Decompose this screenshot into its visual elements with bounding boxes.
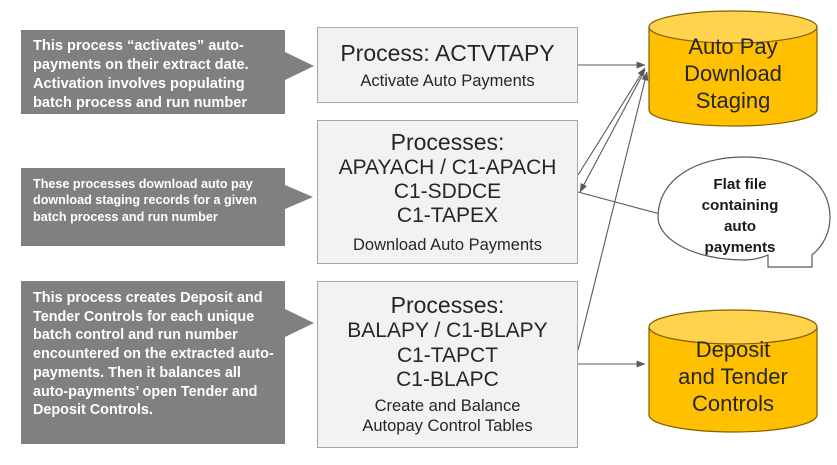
cylinder-icon	[648, 309, 818, 433]
process-box-download-header: Processes:	[390, 128, 505, 155]
connector-staging-to-download	[579, 69, 646, 193]
process-code-blapc: C1-BLAPC	[396, 367, 499, 391]
process-code-apayach: APAYACH / C1-APACH	[338, 155, 557, 179]
callout-balance-process: This process creates Deposit and Tender …	[21, 281, 314, 444]
process-box-balance-subtitle-2: Autopay Control Tables	[362, 417, 533, 436]
process-code-balapy: BALAPY / C1-BLAPY	[347, 319, 548, 343]
process-box-balance-subtitle-1: Create and Balance	[374, 397, 521, 416]
process-code-sddce: C1-SDDCE	[393, 179, 502, 203]
datastore-auto-pay-download-staging[interactable]: Auto Pay Download Staging	[648, 10, 818, 127]
connector-download-to-staging	[577, 67, 646, 176]
process-box-balance-header: Processes:	[390, 292, 505, 319]
connector-balance-to-staging	[577, 71, 649, 351]
callout-tail-icon	[285, 52, 314, 80]
process-code-tapct: C1-TAPCT	[396, 343, 499, 367]
callout-download-process: These processes download auto pay downlo…	[21, 168, 313, 246]
process-box-actvtapy-subtitle: Activate Auto Payments	[360, 72, 535, 91]
callout-balance-text: This process creates Deposit and Tender …	[33, 290, 274, 419]
process-box-download[interactable]: Processes: APAYACH / C1-APACH C1-SDDCE C…	[317, 120, 578, 264]
callout-tail-icon	[285, 309, 314, 337]
datastore-deposit-and-tender-controls[interactable]: Deposit and Tender Controls	[648, 309, 818, 433]
process-box-actvtapy-header: Process: ACTVTAPY	[340, 40, 555, 67]
callout-activate-text: This process “activates” auto-payments o…	[33, 38, 249, 111]
callout-tail-icon	[285, 185, 313, 209]
process-box-balance[interactable]: Processes: BALAPY / C1-BLAPY C1-TAPCT C1…	[317, 281, 578, 448]
cylinder-icon	[648, 10, 818, 127]
process-box-actvtapy[interactable]: Process: ACTVTAPY Activate Auto Payments	[317, 27, 578, 103]
callout-download-text: These processes download auto pay downlo…	[33, 177, 257, 224]
callout-oval-icon	[657, 156, 831, 268]
process-code-tapex: C1-TAPEX	[396, 204, 499, 228]
process-box-download-subtitle: Download Auto Payments	[353, 235, 542, 254]
callout-activate-process: This process “activates” auto-payments o…	[21, 30, 314, 114]
flat-file-callout[interactable]: Flat file containing auto payments	[653, 155, 835, 280]
